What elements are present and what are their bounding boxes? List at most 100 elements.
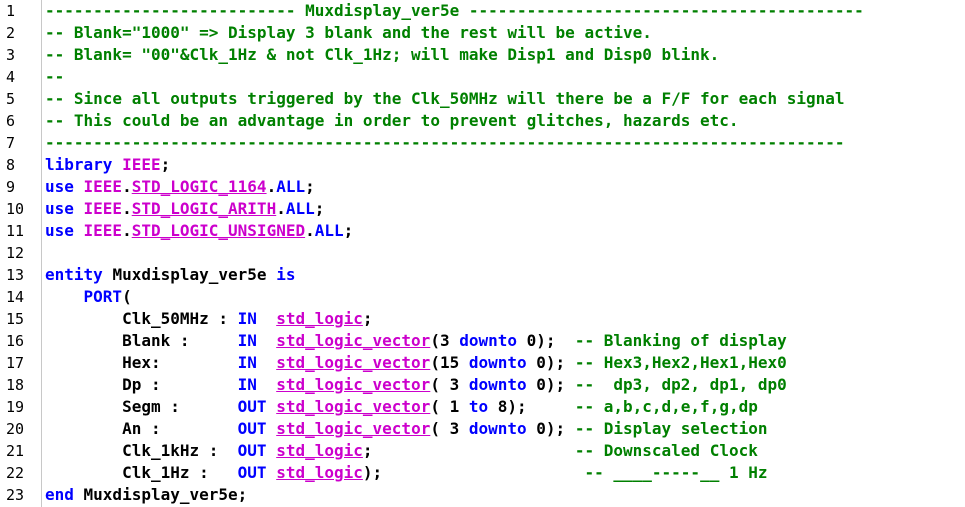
code-token-plain: Clk_1kHz : [45, 441, 238, 460]
line-number: 1 [6, 2, 16, 20]
code-token-plain [257, 375, 276, 394]
code-token-plain: . [266, 177, 277, 196]
line-number: 13 [6, 266, 25, 284]
code-token-plain [267, 441, 277, 460]
line-number: 5 [6, 90, 16, 108]
code-area[interactable]: -------------------------- Muxdisplay_ve… [42, 0, 965, 507]
code-token-comment: -- Hex3,Hex2,Hex1,Hex0 [574, 353, 787, 372]
code-token-plain: Clk_1Hz : [45, 463, 238, 482]
code-line: Hex: IN std_logic_vector(15 downto 0); -… [45, 352, 965, 374]
code-token-plain: ( 3 [430, 419, 469, 438]
code-token-keyword: downto [459, 331, 518, 350]
code-token-plain: ; [362, 309, 373, 328]
code-token-keyword: use [45, 199, 84, 218]
line-number: 15 [6, 310, 25, 328]
line-number: 8 [6, 156, 16, 174]
code-token-plain: An : [45, 419, 238, 438]
code-token-plain [257, 353, 276, 372]
line-number: 2 [6, 24, 16, 42]
line-number: 14 [6, 288, 25, 306]
code-token-keyword: to [468, 397, 489, 416]
code-line: Clk_50MHz : IN std_logic; [45, 308, 965, 330]
code-token-keyword: IN [237, 353, 257, 372]
code-token-keyword: OUT [237, 419, 267, 438]
code-token-type: std_logic [276, 441, 363, 460]
code-line: entity Muxdisplay_ver5e is [45, 264, 965, 286]
code-line: library IEEE; [45, 154, 965, 176]
code-token-type: STD_LOGIC_ARITH [131, 199, 277, 218]
code-token-comment: -- ____-----__ 1 Hz [584, 463, 768, 482]
code-token-comment: -- Blanking of display [574, 331, 787, 350]
line-number: 9 [6, 178, 16, 196]
line-number: 19 [6, 398, 25, 416]
code-token-type: std_logic [276, 309, 363, 328]
line-number: 12 [6, 244, 25, 262]
code-line: Clk_1kHz : OUT std_logic; -- Downscaled … [45, 440, 965, 462]
line-number: 4 [6, 68, 16, 86]
code-token-comment: -------------------------- Muxdisplay_ve… [45, 1, 864, 20]
code-token-plain: . [122, 199, 132, 218]
code-token-plain [267, 463, 277, 482]
code-token-plain: ; [305, 177, 315, 196]
line-number: 20 [6, 420, 25, 438]
code-token-plain: (15 [430, 353, 469, 372]
code-line: -- This could be an advantage in order t… [45, 110, 965, 132]
code-token-plain: 0); [526, 353, 575, 372]
code-line: Segm : OUT std_logic_vector( 1 to 8); --… [45, 396, 965, 418]
line-number: 3 [6, 46, 16, 64]
code-token-plain: . [122, 177, 132, 196]
code-line: ----------------------------------------… [45, 132, 965, 154]
code-line: Blank : IN std_logic_vector(3 downto 0);… [45, 330, 965, 352]
code-token-type: std_logic [276, 463, 363, 482]
code-token-plain: ; [362, 441, 575, 460]
code-token-type: std_logic_vector [276, 419, 431, 438]
code-token-plain: Dp : [45, 375, 238, 394]
line-number: 16 [6, 332, 25, 350]
code-token-plain [267, 419, 277, 438]
code-token-plain: ( 1 [430, 397, 469, 416]
code-token-plain: (3 [430, 331, 460, 350]
code-token-plain: 8); [488, 397, 575, 416]
code-token-keyword: ALL [285, 199, 315, 218]
code-token-type: STD_LOGIC_1164 [131, 177, 267, 196]
code-token-type: STD_LOGIC_UNSIGNED [131, 221, 306, 240]
code-token-keyword: OUT [237, 463, 267, 482]
code-token-keyword: is [276, 265, 296, 284]
code-token-comment: -- Blank="1000" => Display 3 blank and t… [45, 23, 652, 42]
code-token-plain: Muxdisplay_ver5e; [83, 485, 248, 504]
code-token-plain: 0); [526, 375, 575, 394]
line-number: 23 [6, 486, 25, 504]
code-token-comment: -- This could be an advantage in order t… [45, 111, 739, 130]
code-token-plain: ; [343, 221, 354, 240]
code-token-comment: -- Downscaled Clock [574, 441, 758, 460]
code-token-plain: Hex: [45, 353, 238, 372]
code-token-comment: -- Blank= "00"&Clk_1Hz & not Clk_1Hz; wi… [45, 45, 720, 64]
code-token-type: std_logic_vector [276, 331, 431, 350]
code-token-plain: Clk_50MHz : [45, 309, 238, 328]
line-number: 18 [6, 376, 25, 394]
line-number: 6 [6, 112, 16, 130]
code-token-keyword: IN [237, 309, 257, 328]
code-token-keyword: IN [237, 331, 257, 350]
code-token-comment: -- a,b,c,d,e,f,g,dp [574, 397, 758, 416]
code-token-keyword: ALL [314, 221, 344, 240]
code-token-lib: IEEE [122, 155, 161, 174]
code-token-comment: -- Display selection [574, 419, 768, 438]
code-token-keyword: OUT [237, 397, 267, 416]
code-token-keyword: PORT [83, 287, 123, 306]
code-token-plain: . [276, 199, 286, 218]
code-line: -- Blank= "00"&Clk_1Hz & not Clk_1Hz; wi… [45, 44, 965, 66]
code-line: use IEEE.STD_LOGIC_1164.ALL; [45, 176, 965, 198]
code-token-comment: -- Since all outputs triggered by the Cl… [45, 89, 845, 108]
code-token-plain: . [305, 221, 315, 240]
code-token-comment: ----------------------------------------… [45, 133, 845, 152]
line-number: 22 [6, 464, 25, 482]
line-number: 7 [6, 134, 16, 152]
code-token-keyword: library [45, 155, 123, 174]
code-token-plain: Segm : [45, 397, 238, 416]
line-number: 11 [6, 222, 25, 240]
line-number: 17 [6, 354, 25, 372]
code-token-lib: IEEE [83, 199, 123, 218]
